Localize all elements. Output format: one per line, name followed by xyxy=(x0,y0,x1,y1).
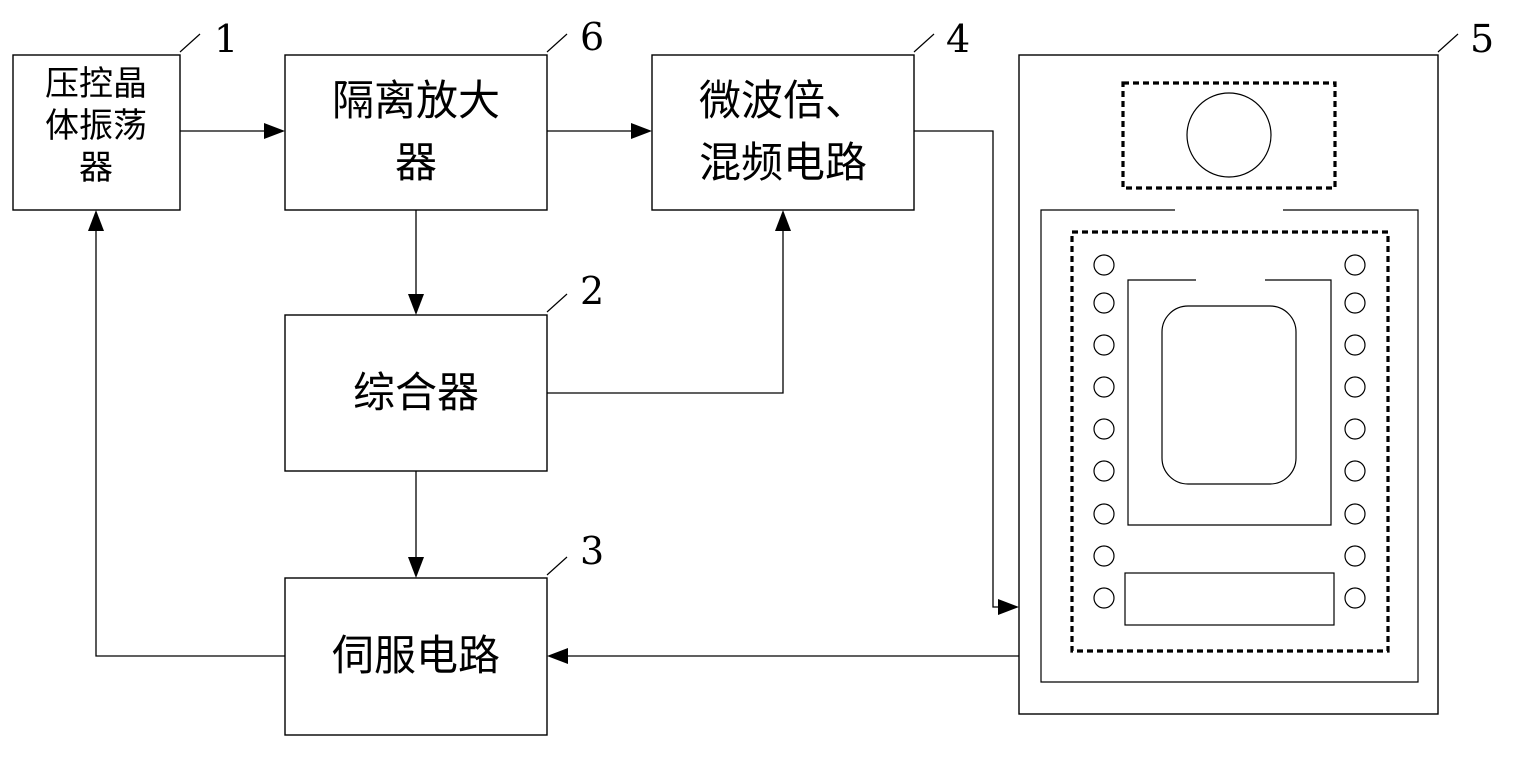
coil-hole xyxy=(1345,461,1365,481)
coil-hole xyxy=(1345,419,1365,439)
oscillator-label-line-3: 器 xyxy=(79,148,113,188)
physics-package-number: 5 xyxy=(1470,17,1494,61)
connector-isolation-amp-to-synthesizer xyxy=(408,210,424,315)
coil-hole xyxy=(1345,546,1365,566)
oscillator-number: 1 xyxy=(214,17,238,61)
coil-hole xyxy=(1094,377,1114,397)
coil-hole xyxy=(1094,461,1114,481)
oscillator-label-line-1: 压控晶 xyxy=(45,64,147,104)
isolation-amp-label-line-2: 器 xyxy=(395,138,437,187)
coil-hole xyxy=(1094,255,1114,275)
multiplier-mixer-block: 微波倍、 混频电路 4 xyxy=(652,17,970,210)
connector-synthesizer-to-servo xyxy=(408,471,424,578)
connector-oscillator-to-isolation-amp xyxy=(180,123,285,139)
multiplier-mixer-label-line-2: 混频电路 xyxy=(699,138,867,187)
physics-package-block: 5 xyxy=(1019,17,1494,714)
isolation-amp-block: 隔离放大 器 6 xyxy=(285,15,604,210)
multiplier-mixer-label-line-1: 微波倍、 xyxy=(699,76,867,125)
coil-hole xyxy=(1345,588,1365,608)
coil-hole xyxy=(1094,588,1114,608)
connector-mixer-to-physics-package xyxy=(914,131,1019,615)
coil-hole xyxy=(1094,335,1114,355)
physics-package-leader-line xyxy=(1438,34,1458,52)
servo-number: 3 xyxy=(580,529,604,573)
coil-hole xyxy=(1094,546,1114,566)
isolation-amp-number: 6 xyxy=(580,15,604,59)
coil-hole xyxy=(1094,293,1114,313)
coil-hole xyxy=(1094,419,1114,439)
synthesizer-leader-line xyxy=(547,294,567,312)
servo-label: 伺服电路 xyxy=(332,631,500,680)
coil-hole xyxy=(1345,377,1365,397)
coil-hole xyxy=(1345,293,1365,313)
oscillator-label-line-2: 体振荡 xyxy=(45,106,147,146)
isolation-amp-label-line-1: 隔离放大 xyxy=(332,76,500,125)
coil-hole xyxy=(1345,255,1365,275)
coil-hole xyxy=(1345,504,1365,524)
isolation-amp-leader-line xyxy=(547,34,567,52)
synthesizer-block: 综合器 2 xyxy=(285,269,604,471)
coil-hole xyxy=(1094,504,1114,524)
servo-leader-line xyxy=(547,557,567,575)
coil-holes-left xyxy=(1094,255,1114,608)
connector-physics-package-to-servo xyxy=(547,648,1019,664)
physics-package-outer-box xyxy=(1019,55,1438,714)
synthesizer-label: 综合器 xyxy=(353,368,479,417)
coil-holes-right xyxy=(1345,255,1365,608)
connector-servo-to-oscillator xyxy=(88,210,285,656)
multiplier-mixer-number: 4 xyxy=(946,17,970,61)
coil-hole xyxy=(1345,335,1365,355)
synthesizer-number: 2 xyxy=(580,269,604,313)
oscillator-leader-line xyxy=(180,34,200,52)
connector-isolation-amp-to-mixer xyxy=(547,123,652,139)
multiplier-mixer-leader-line xyxy=(914,34,934,52)
oscillator-block: 压控晶 体振荡 器 1 xyxy=(13,17,238,210)
servo-block: 伺服电路 3 xyxy=(285,529,604,735)
